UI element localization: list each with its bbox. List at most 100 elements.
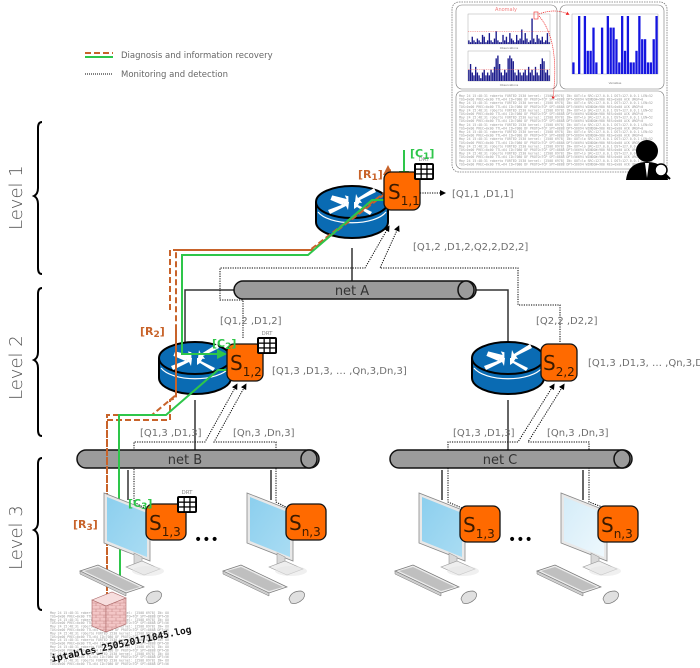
router-c[interactable] — [471, 341, 545, 395]
level-3-label: Level 3 — [6, 505, 27, 570]
svg-text:S1,1: S1,1 — [388, 180, 420, 208]
sensor-s12-base: S — [230, 351, 243, 375]
log-line: TOS=0x00 PREC=0x00 TTL=64 ID=7080 DF PRO… — [459, 134, 643, 138]
drt-table-s13[interactable] — [177, 490, 197, 513]
chart-bar — [531, 69, 533, 81]
log-line: May 24 15:48:31 roberto FORTED 2530 kern… — [459, 130, 653, 134]
log-background-line: May 24 15:48:31 roberto FORTED 2530 kern… — [50, 638, 169, 642]
log-background-line: May 24 15:48:31 roberto FORTED 2530 kern… — [50, 659, 169, 663]
chart-bar — [510, 38, 513, 44]
chart-bar — [517, 40, 520, 44]
chart-bar — [600, 27, 604, 75]
level-3-brace — [31, 457, 43, 611]
chart-bar — [488, 75, 491, 81]
chart-bar — [534, 66, 537, 81]
chart-bar — [473, 40, 475, 44]
chart-bar — [583, 16, 587, 74]
chart-bar — [522, 72, 525, 81]
sensor-sn3c-sub: n,3 — [614, 527, 633, 541]
chart-c-xlabel: Variables — [609, 81, 622, 85]
sensor-s22[interactable]: S2,2 — [540, 343, 578, 382]
chart-bar — [623, 50, 627, 74]
sensor-sn3c-base: S — [601, 513, 614, 537]
chart-bar — [504, 69, 506, 81]
svg-text:S1,3: S1,3 — [463, 513, 495, 541]
tag-r1: [R1] — [358, 168, 383, 183]
anomaly-arrow-to-log — [538, 15, 556, 100]
chart-c-bars — [572, 16, 658, 75]
log-line: May 24 15:48:31 roberto FORTED 2530 kern… — [459, 152, 653, 156]
chart-bar — [621, 16, 624, 74]
chart-bar — [533, 38, 535, 44]
svg-text:S1,2: S1,2 — [230, 351, 262, 379]
chart-bar — [512, 40, 514, 44]
chart-bar — [490, 69, 492, 81]
chart-bar — [524, 33, 526, 44]
net-a-bus[interactable]: net A — [233, 280, 477, 300]
net-b-bus[interactable]: net B — [76, 449, 320, 469]
chart-bar — [488, 33, 491, 44]
chart-bar — [478, 40, 480, 44]
chart-bar — [578, 16, 581, 74]
legend-recovery-label: Diagnosis and information recovery — [121, 51, 273, 61]
chart-bar — [481, 72, 484, 81]
sensor-sn3-net-c[interactable]: Sn,3 — [597, 505, 639, 543]
monitor-path-sn3b-to-s12 — [213, 383, 293, 511]
chart-d-frame — [467, 50, 551, 82]
chart-bar — [595, 62, 598, 74]
chart-bar — [500, 72, 502, 81]
chart-bar — [471, 36, 473, 44]
chart-bar — [655, 16, 658, 74]
monitor-path-sn3c-to-s22 — [527, 383, 606, 509]
analyst-icon — [626, 140, 671, 180]
chart-bar — [468, 40, 470, 44]
chart-bar — [635, 50, 638, 74]
stat-label-s12-in: [Q1,3 ,D1,3, … ,Qn,3,Dn,3] — [272, 366, 407, 377]
monitoring-paths — [133, 190, 606, 511]
log-background-line: May 24 15:48:31 roberto FORTED 2530 kern… — [50, 645, 169, 649]
sensor-s11[interactable]: S1,1 — [383, 171, 421, 211]
anomaly-log-lines: May 24 15:48:31 roberto FORTED 2530 kern… — [459, 94, 653, 166]
net-c-bus[interactable]: net C — [389, 449, 633, 469]
sensor-s13-net-b[interactable]: S1,3 — [145, 503, 187, 541]
chart-bar — [493, 38, 496, 44]
chart-bar — [514, 42, 516, 44]
log-line: May 24 15:48:31 roberto FORTED 2530 kern… — [459, 108, 653, 112]
stat-label-s11-out: [Q1,1 ,D1,1] — [452, 189, 514, 200]
level-2-brace — [31, 287, 43, 437]
anomaly-arrow-to-variables — [538, 10, 570, 15]
chart-bar — [505, 72, 508, 81]
log-background-line: TOS=0x00 PREC=0x00 TTL=64 ID=7080 DF PRO… — [50, 662, 169, 666]
chart-bar — [539, 64, 542, 81]
chart-bar — [486, 40, 489, 44]
chart-bar — [509, 33, 511, 44]
log-background-line: TOS=0x00 PREC=0x00 TTL=64 ID=7080 DF PRO… — [50, 648, 169, 652]
chart-bar — [473, 75, 475, 81]
chart-q-xlabel: Observations — [500, 46, 519, 50]
chart-bar — [546, 69, 549, 81]
log-background-line: May 24 15:48:31 roberto FORTED 2530 kern… — [50, 631, 169, 635]
drt-table-s12[interactable] — [257, 331, 277, 354]
chart-bar — [548, 42, 550, 44]
log-line: TOS=0x00 PREC=0x00 TTL=64 ID=7080 DF PRO… — [459, 162, 643, 166]
log-line: May 24 15:48:31 roberto FORTED 2530 kern… — [459, 94, 653, 98]
chart-bar — [538, 75, 540, 81]
chart-bar — [641, 39, 644, 74]
chart-bar — [539, 40, 542, 44]
chart-bar — [498, 42, 501, 44]
chart-bar — [586, 50, 589, 74]
net-c-label: net C — [483, 453, 518, 468]
sensor-s12[interactable]: S1,2 — [226, 343, 264, 382]
chart-bar — [483, 69, 485, 81]
sensor-s13-net-c[interactable]: S1,3 — [459, 505, 501, 543]
stat-label-s22-up: [Q2,2 ,D2,2] — [536, 316, 598, 327]
sensor-s13b-sub: 1,3 — [162, 525, 181, 539]
tag-c1: [C1] — [410, 147, 434, 162]
sensor-sn3b-sub: n,3 — [302, 525, 321, 539]
router-a[interactable] — [315, 185, 389, 239]
log-line: TOS=0x00 PREC=0x00 TTL=64 ID=7080 DF PRO… — [459, 112, 643, 116]
sensor-sn3-net-b[interactable]: Sn,3 — [285, 503, 327, 541]
log-line: May 24 15:48:31 roberto FORTED 2530 kern… — [459, 101, 653, 105]
level-1-label: Level 1 — [6, 165, 27, 230]
chart-bar — [545, 40, 547, 44]
